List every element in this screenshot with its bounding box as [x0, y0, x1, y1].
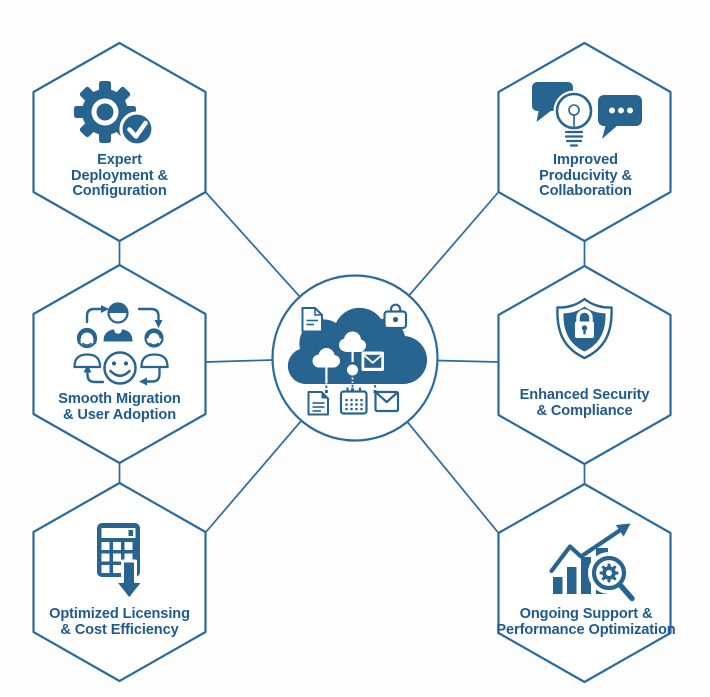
gear-small-icon: [599, 563, 619, 583]
connector-top-left: [204, 191, 301, 298]
dashed-links: [325, 384, 376, 390]
node-label-ongoing-support: Ongoing Support & Performance Optimizati…: [496, 606, 676, 639]
connector-top-right: [408, 191, 500, 297]
lock-icon: [575, 309, 594, 338]
envelope-icon: [374, 390, 400, 413]
node-label-enhanced-security: Enhanced Security & Compliance: [519, 387, 650, 420]
lightbulb-icon: [553, 90, 595, 147]
smiley-icon: [103, 351, 137, 385]
connector-middle-right: [436, 359, 500, 363]
document-icon: [301, 307, 323, 333]
node-label-optimized-licensing: Optimized Licensing & Cost Efficiency: [49, 606, 190, 639]
user-left-icon: [73, 327, 102, 369]
camera-icon: [383, 303, 408, 330]
connector-middle-left: [204, 359, 274, 363]
sync-arrows-icon: [85, 307, 161, 384]
chart-magnifier-icon: [549, 523, 638, 605]
connector-lines: [118, 191, 586, 534]
hexagon-expert-deployment: [32, 41, 207, 243]
cloudlet-center-icon: [339, 331, 366, 376]
connector-bottom-right: [406, 420, 500, 534]
node-label-smooth-migration: Smooth Migration & User Adoption: [58, 391, 181, 424]
speech-bubble-dots-icon: [598, 95, 642, 139]
check-circle-icon: [119, 111, 155, 147]
node-label-expert-deployment: Expert Deployment & Configuration: [71, 152, 168, 200]
gear-check-icon: [74, 81, 155, 147]
calendar-icon: [339, 387, 368, 415]
calculator-arrow-icon: [97, 523, 145, 601]
envelope-tile-icon: [361, 351, 384, 371]
magnifier-icon: [588, 552, 638, 605]
users-sync-icon: [73, 302, 169, 386]
trend-arrow-icon: [549, 528, 622, 574]
node-label-improved-productivity: Improved Producivity & Collaboration: [539, 152, 632, 200]
shield-lock-icon: [556, 297, 613, 360]
user-center-icon: [103, 302, 133, 342]
user-right-icon: [140, 328, 169, 369]
hexagon-enhanced-security: [497, 264, 672, 466]
chat-lightbulb-icon: [532, 82, 642, 147]
cloudlet-left-icon: [312, 348, 340, 384]
down-arrow-icon: [113, 559, 145, 601]
connector-bottom-left: [204, 419, 303, 534]
cloud-sync-icon: [287, 303, 428, 416]
document-lines-icon: [307, 391, 329, 416]
hexagon-improved-productivity: [497, 41, 672, 243]
